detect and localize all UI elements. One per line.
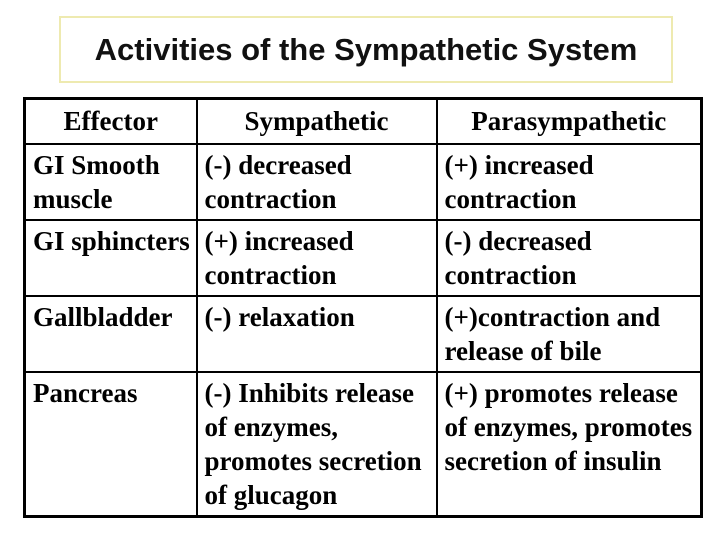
sympathetic-cell: (-) decreased contraction [195, 142, 438, 221]
effector-cell: Gallbladder [23, 294, 198, 373]
effector-cell: Pancreas [23, 370, 198, 517]
table-row: GI Smooth muscle (-) decreased contracti… [23, 142, 703, 221]
sympathetic-cell: (-) Inhibits release of enzymes, promote… [195, 370, 438, 517]
slide-title: Activities of the Sympathetic System [94, 32, 638, 67]
header-sympathetic: Sympathetic [195, 97, 438, 145]
header-row: Effector Sympathetic Parasympathetic [23, 97, 703, 145]
parasympathetic-cell: (+) increased contraction [435, 142, 703, 221]
sympathetic-cell: (-) relaxation [195, 294, 438, 373]
title-box: Activities of the Sympathetic System [59, 16, 673, 83]
header-effector: Effector [23, 97, 198, 145]
table-row: GI sphincters (+) increased contraction … [23, 218, 703, 297]
effector-cell: GI sphincters [23, 218, 198, 297]
sympathetic-cell: (+) increased contraction [195, 218, 438, 297]
effector-cell: GI Smooth muscle [23, 142, 198, 221]
table-row: Gallbladder (-) relaxation (+)contractio… [23, 294, 703, 373]
parasympathetic-cell: (-) decreased contraction [435, 218, 703, 297]
activities-table: Effector Sympathetic Parasympathetic GI … [23, 97, 703, 518]
parasympathetic-cell: (+) promotes release of enzymes, promote… [435, 370, 703, 517]
header-parasympathetic: Parasympathetic [435, 97, 703, 145]
table-row: Pancreas (-) Inhibits release of enzymes… [23, 370, 703, 517]
parasympathetic-cell: (+)contraction and release of bile [435, 294, 703, 373]
